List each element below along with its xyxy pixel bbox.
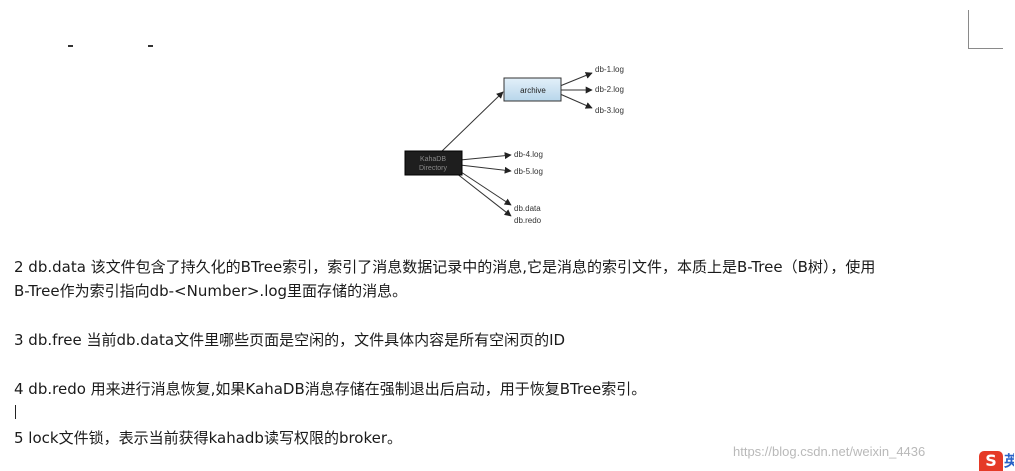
file-label-db-redo: db.redo [514, 216, 542, 225]
text-caret [15, 405, 16, 419]
page-corner-marker [968, 10, 1003, 49]
ime-sogou-icon[interactable]: S [979, 451, 1003, 471]
file-label-db-2-log: db-2.log [595, 85, 624, 94]
ime-language-icon[interactable]: 英 [1004, 452, 1014, 470]
file-label-db-5-log: db-5.log [514, 167, 543, 176]
watermark: https://blog.csdn.net/weixin_4436 [733, 444, 926, 459]
text-fragment-mark [148, 45, 153, 47]
arrow-to-db-redo [455, 172, 512, 217]
arrow-to-db-3-log [559, 93, 593, 109]
paragraph-db-free: 3 db.free 当前db.data文件里哪些页面是空闲的，文件具体内容是所有… [14, 331, 566, 349]
directory-label: Directory [419, 165, 448, 172]
kahadb-directory-diagram: KahaDB Directory archive db-1.log db-2.l… [404, 65, 624, 225]
arrow-to-archive [439, 91, 504, 154]
archive-box [503, 77, 562, 102]
text-fragment-mark [68, 45, 73, 47]
file-label-db-1-log: db-1.log [595, 65, 624, 74]
arrow-to-db-5-log [459, 164, 512, 174]
file-label-db-3-log: db-3.log [595, 106, 624, 115]
file-label-db-4-log: db-4.log [514, 150, 543, 159]
kahadb-directory-box [404, 150, 463, 176]
paragraph-lock: 5 lock文件锁，表示当前获得kahadb读写权限的broker。 [14, 429, 403, 447]
paragraph-db-data-line2: B-Tree作为索引指向db-<Number>.log里面存储的消息。 [14, 282, 408, 300]
kahadb-label: KahaDB [420, 156, 446, 163]
archive-label: archive [520, 86, 546, 95]
file-label-db-data: db.data [514, 204, 541, 213]
arrow-to-db-data [457, 169, 512, 206]
paragraph-db-redo: 4 db.redo 用来进行消息恢复,如果KahaDB消息存储在强制退出后启动，… [14, 380, 647, 398]
arrow-to-db-4-log [459, 152, 512, 161]
paragraph-db-data-line1: 2 db.data 该文件包含了持久化的BTree索引，索引了消息数据记录中的消… [14, 258, 876, 276]
arrow-to-db-1-log [559, 72, 593, 87]
